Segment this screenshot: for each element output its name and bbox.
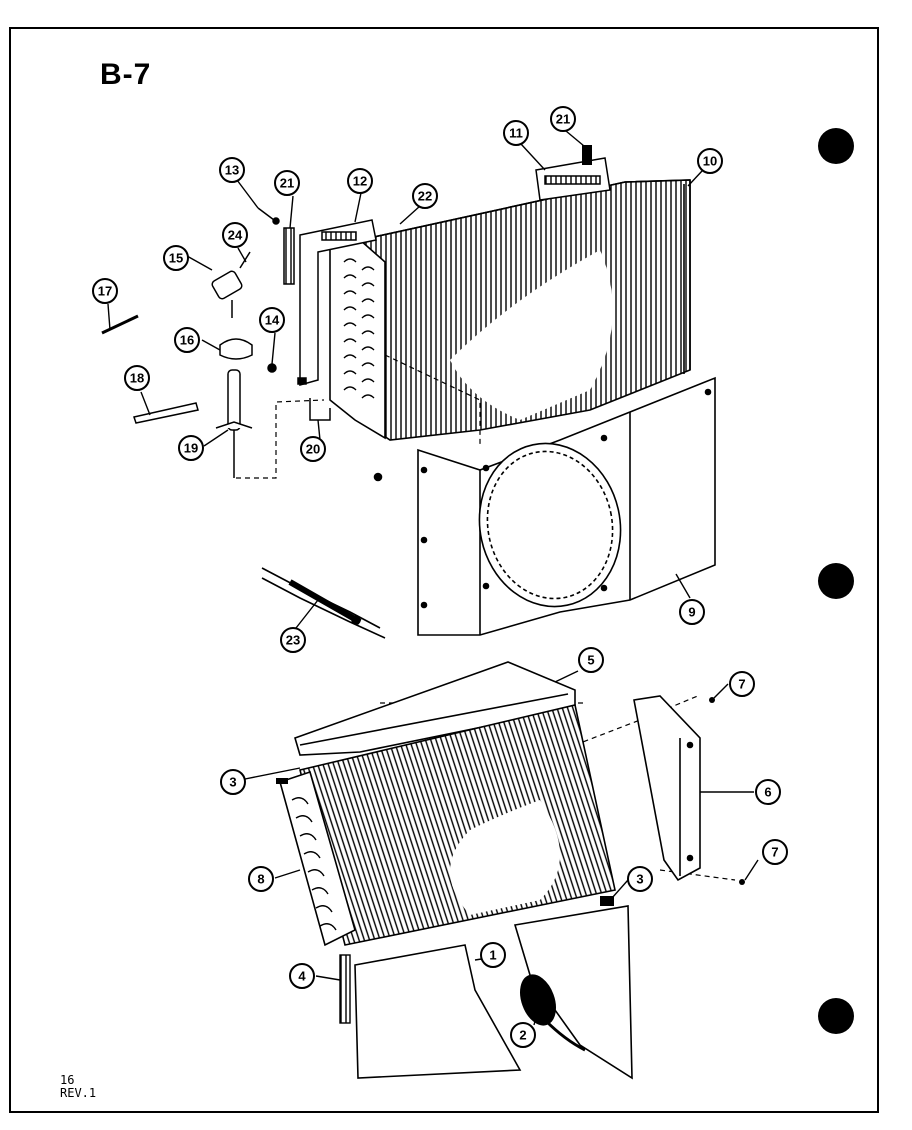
callout-9: 9 — [688, 605, 695, 620]
callout-3: 3 — [636, 872, 643, 887]
bracket-3-right — [600, 896, 614, 906]
callout-10: 10 — [703, 154, 717, 169]
revision-label: REV.1 — [60, 1086, 97, 1100]
bracket-part-12 — [299, 219, 377, 386]
callout-6: 6 — [764, 785, 771, 800]
callout-7: 7 — [771, 845, 778, 860]
page-footer: 16 REV.1 — [60, 1074, 96, 1100]
callout-22: 22 — [418, 189, 432, 204]
grommet-2 — [520, 974, 586, 1052]
callout-5: 5 — [587, 653, 594, 668]
bracket-3-left — [276, 778, 288, 784]
callout-21: 21 — [280, 176, 294, 191]
callout-2: 2 — [519, 1028, 526, 1043]
side-panel-6 — [633, 695, 701, 882]
strip-4 — [339, 954, 351, 1024]
fan-shroud — [373, 376, 716, 636]
seal-strip-21-left — [283, 227, 295, 285]
callout-numbers: 13 21 12 22 11 21 10 15 24 17 16 14 18 1… — [98, 112, 779, 1043]
callout-23: 23 — [286, 633, 300, 648]
binder-hole-middle — [818, 563, 854, 599]
base-panel-1 — [354, 905, 633, 1080]
callout-3: 3 — [229, 775, 236, 790]
callout-19: 19 — [184, 441, 198, 456]
callout-12: 12 — [353, 174, 367, 189]
condenser-coil — [279, 704, 616, 947]
callout-20: 20 — [306, 442, 320, 457]
page-label: B-7 — [100, 58, 152, 91]
callout-14: 14 — [265, 313, 280, 328]
callout-13: 13 — [225, 163, 239, 178]
callout-24: 24 — [228, 228, 243, 243]
callout-15: 15 — [169, 251, 183, 266]
callout-21: 21 — [556, 112, 570, 127]
binder-hole-top — [818, 128, 854, 164]
bracket-part-11 — [535, 157, 611, 201]
callout-7: 7 — [738, 677, 745, 692]
callout-17: 17 — [98, 284, 112, 299]
callout-18: 18 — [130, 371, 144, 386]
thermostat-parts — [101, 207, 331, 478]
power-cord — [261, 567, 386, 639]
callout-11: 11 — [509, 126, 523, 141]
seal-strip-21-right — [582, 145, 592, 165]
page-number: 16 — [60, 1073, 75, 1087]
callout-1: 1 — [489, 948, 496, 963]
evaporator-coil — [329, 179, 691, 441]
leader-lines — [107, 130, 759, 1026]
sheet-border — [9, 27, 879, 1113]
binder-hole-bottom — [818, 998, 854, 1034]
callout-4: 4 — [298, 969, 306, 984]
callout-8: 8 — [257, 872, 264, 887]
callout-bubbles — [92, 106, 788, 1048]
callout-16: 16 — [180, 333, 194, 348]
